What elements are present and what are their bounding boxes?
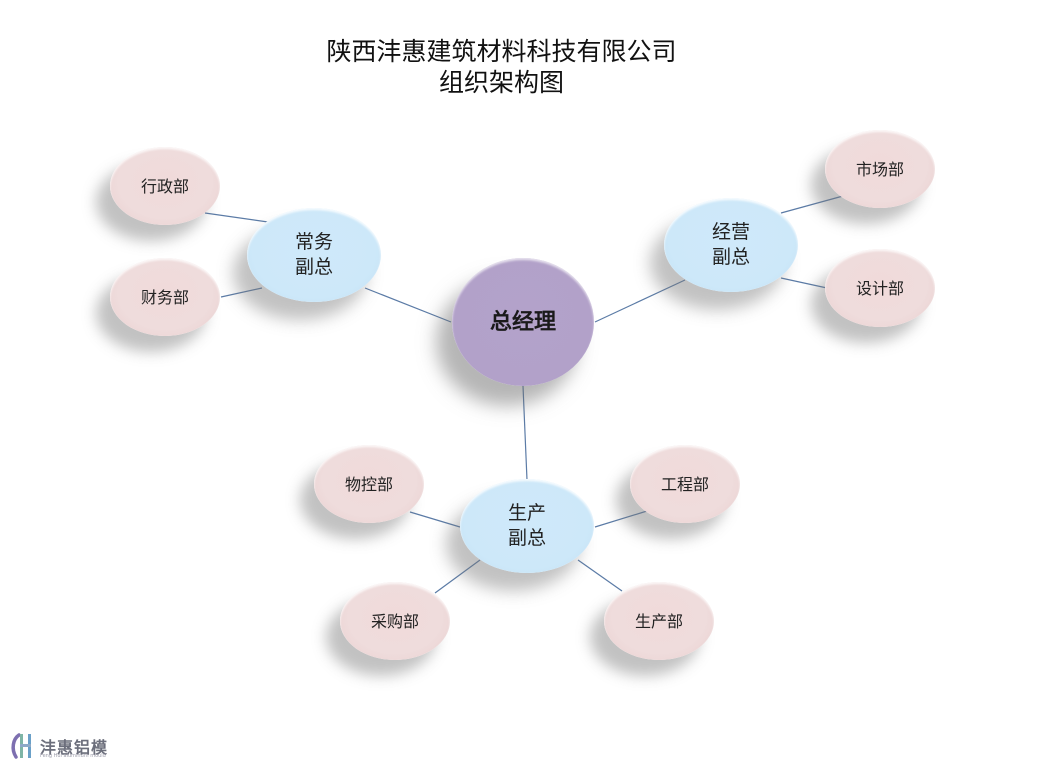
- node-label: 总经理: [489, 309, 556, 335]
- node-label: 经营 副总: [711, 221, 750, 268]
- node-business-vp[interactable]: 经营 副总: [664, 198, 798, 292]
- node-dept-design[interactable]: 设计部: [825, 249, 935, 327]
- node-production-vp[interactable]: 生产 副总: [460, 479, 594, 573]
- chart-title: 陕西沣惠建筑材料科技有限公司: [326, 37, 677, 66]
- node-label: 设计部: [855, 278, 904, 298]
- connector-admin-vp-caiwu: [220, 287, 263, 298]
- node-label: 物控部: [344, 474, 393, 494]
- node-label: 采购部: [370, 611, 419, 631]
- chart-subtitle: 组织架构图: [438, 68, 564, 97]
- node-dept-finance[interactable]: 财务部: [110, 258, 220, 336]
- node-dept-administration[interactable]: 行政部: [110, 147, 220, 225]
- connector-ceo-business-vp: [594, 279, 686, 323]
- node-label: 财务部: [140, 287, 189, 307]
- company-logo: 沣惠铝模 Feng Hui aluminum mould: [10, 731, 125, 761]
- node-label: 市场部: [855, 159, 904, 179]
- connector-ceo-admin-vp: [364, 287, 452, 323]
- connector-production-vp-wukong: [409, 511, 461, 528]
- connector-business-vp-shichang: [780, 195, 844, 214]
- logo-subtitle: Feng Hui aluminum mould: [40, 753, 106, 759]
- node-executive-vp[interactable]: 常务 副总: [247, 208, 381, 302]
- node-general-manager[interactable]: 总经理: [452, 258, 594, 386]
- logo-mark-icon: [11, 733, 31, 759]
- connector-production-vp-caigou: [434, 559, 481, 594]
- node-dept-material-control[interactable]: 物控部: [314, 445, 424, 523]
- node-label: 工程部: [660, 474, 709, 494]
- node-label: 行政部: [140, 176, 189, 196]
- node-label: 生产 副总: [507, 502, 546, 549]
- node-label: 常务 副总: [294, 231, 333, 278]
- node-dept-engineering[interactable]: 工程部: [630, 445, 740, 523]
- logo-name: 沣惠铝模: [40, 738, 109, 757]
- connector-production-vp-gongcheng: [594, 510, 648, 528]
- connector-business-vp-sheji: [780, 277, 828, 289]
- node-dept-marketing[interactable]: 市场部: [825, 130, 935, 208]
- node-dept-purchasing[interactable]: 采购部: [340, 582, 450, 660]
- node-label: 生产部: [634, 611, 683, 631]
- connector-production-vp-shengchan: [577, 559, 623, 592]
- connector-ceo-production-vp: [522, 385, 528, 481]
- node-dept-production[interactable]: 生产部: [604, 582, 714, 660]
- connector-admin-vp-xingzheng: [204, 212, 269, 223]
